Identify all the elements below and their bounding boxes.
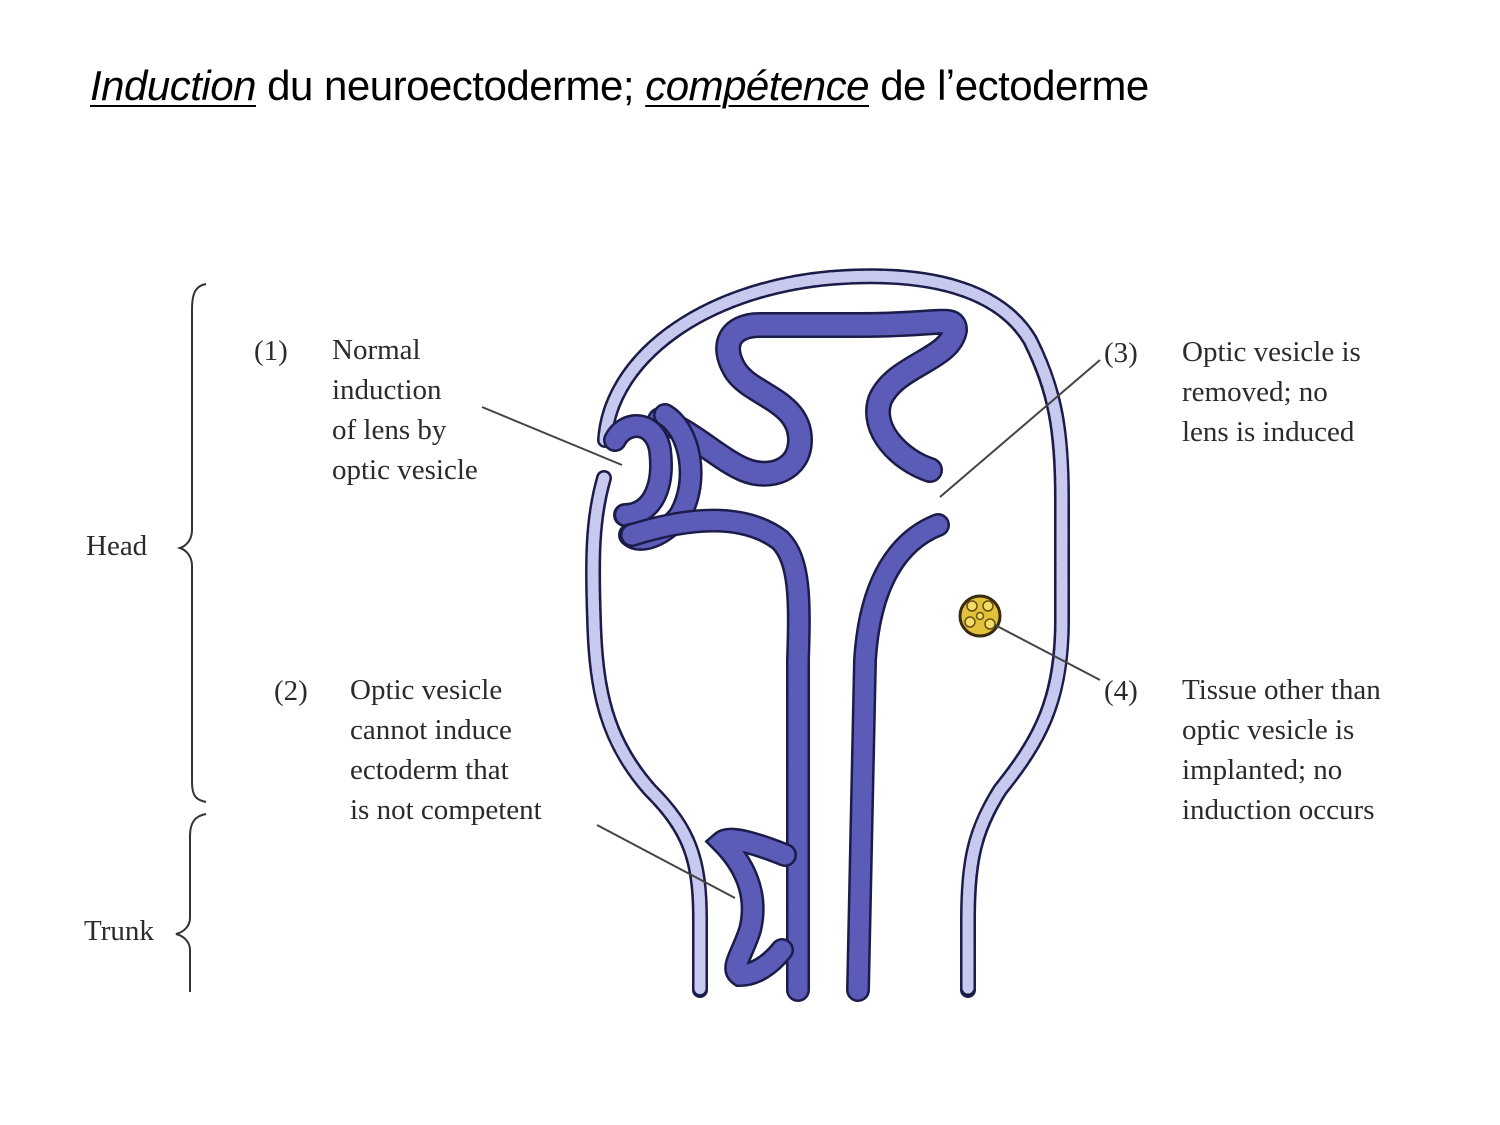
slide-title: Induction du neuroectoderme; compétence … [90, 62, 1149, 110]
annotation-3-number: (3) [1104, 337, 1138, 369]
trunk-label: Trunk [84, 915, 154, 947]
title-text-2: de lʼectoderme [869, 62, 1149, 109]
leader-lines [481, 359, 1101, 899]
annotation-2-number: (2) [274, 675, 308, 707]
surface-ectoderm [585, 268, 1070, 998]
annotation-4-text: Tissue other than optic vesicle is impla… [1182, 674, 1381, 826]
head-bracket [176, 283, 207, 803]
title-induction: Induction [90, 62, 256, 109]
annotation-4-number: (4) [1104, 675, 1138, 707]
trunk-bracket [175, 813, 207, 992]
annotation-3-text: Optic vesicle is removed; no lens is ind… [1182, 336, 1361, 448]
leader-line-4 [994, 624, 1101, 681]
implanted-tissue [958, 594, 1002, 638]
leader-line-1 [481, 406, 623, 466]
neural-tube-walls [620, 508, 950, 1002]
neural-tube-forebrain [647, 308, 969, 487]
title-competence: compétence [645, 62, 870, 109]
head-label: Head [86, 530, 148, 562]
annotation-1-number: (1) [254, 335, 288, 367]
leader-line-2 [596, 824, 736, 899]
title-text-1: du neuroectoderme; [255, 62, 646, 109]
annotation-2-text: Optic vesicle cannot induce ectoderm tha… [350, 674, 542, 826]
optic-vesicle-trunk [704, 827, 797, 988]
annotation-1-text: Normal induction of lens by optic vesicl… [332, 334, 478, 486]
leader-line-3 [939, 359, 1101, 498]
